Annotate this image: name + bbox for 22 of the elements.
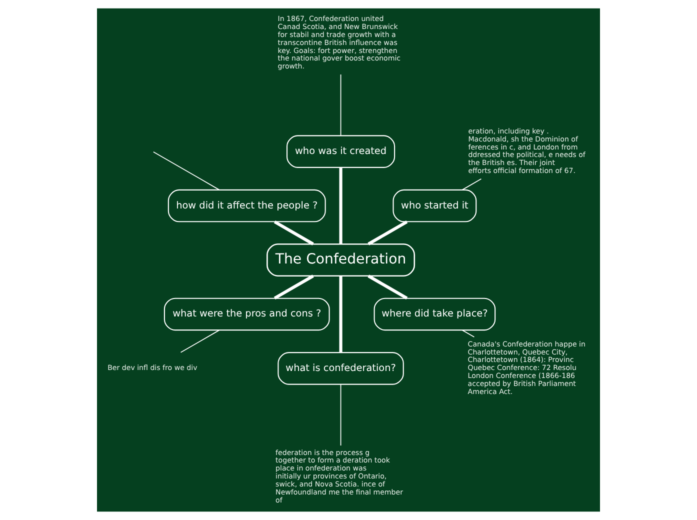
connector bbox=[339, 168, 342, 244]
node-text: Canada's Confederation happe in Charlottetown, Quebec City, Charlottetown (1864): Provinc Quebec Conference: 72 Resolu London Conference (1866-186 accepted by British Parliament America Act. bbox=[468, 339, 586, 396]
node-box: who was it created bbox=[286, 135, 396, 168]
connector bbox=[340, 74, 342, 136]
node-box: where did take place? bbox=[374, 298, 496, 331]
connector bbox=[274, 274, 314, 300]
connector bbox=[340, 384, 342, 446]
node-text: federation is the process g together to form a deration took place in onfederation was initially ur provinces of Ontario, swick, and Nova Scotia. ince of Newfoundland me the final member of bbox=[276, 448, 404, 504]
connector bbox=[368, 220, 408, 246]
node-box: what were the pros and cons ? bbox=[164, 298, 330, 331]
connector bbox=[462, 330, 475, 338]
connector bbox=[180, 330, 220, 353]
node-box: The Confederation bbox=[266, 243, 416, 277]
node-box: what is confederation? bbox=[278, 352, 404, 385]
node-text: In 1867, Confederation united Canad Scotia, and New Brunswick for stabil and trade growth with a transcontine British influence was key. Goals: fort power, strengthen the national gover boost economic growth. bbox=[278, 14, 401, 71]
node-box: how did it affect the people ? bbox=[168, 189, 326, 222]
connector bbox=[339, 276, 342, 352]
node-text: Ber dev infl dis fro we div bbox=[108, 363, 198, 372]
node-box: who started it bbox=[392, 189, 477, 222]
connector bbox=[462, 178, 482, 190]
node-text: eration, including key . Macdonald, sh the Dominion of ferences in c, and London from ddressed the political, e needs of the British es. Their joint efforts official formation of 67. bbox=[468, 126, 586, 176]
connector bbox=[274, 220, 314, 246]
